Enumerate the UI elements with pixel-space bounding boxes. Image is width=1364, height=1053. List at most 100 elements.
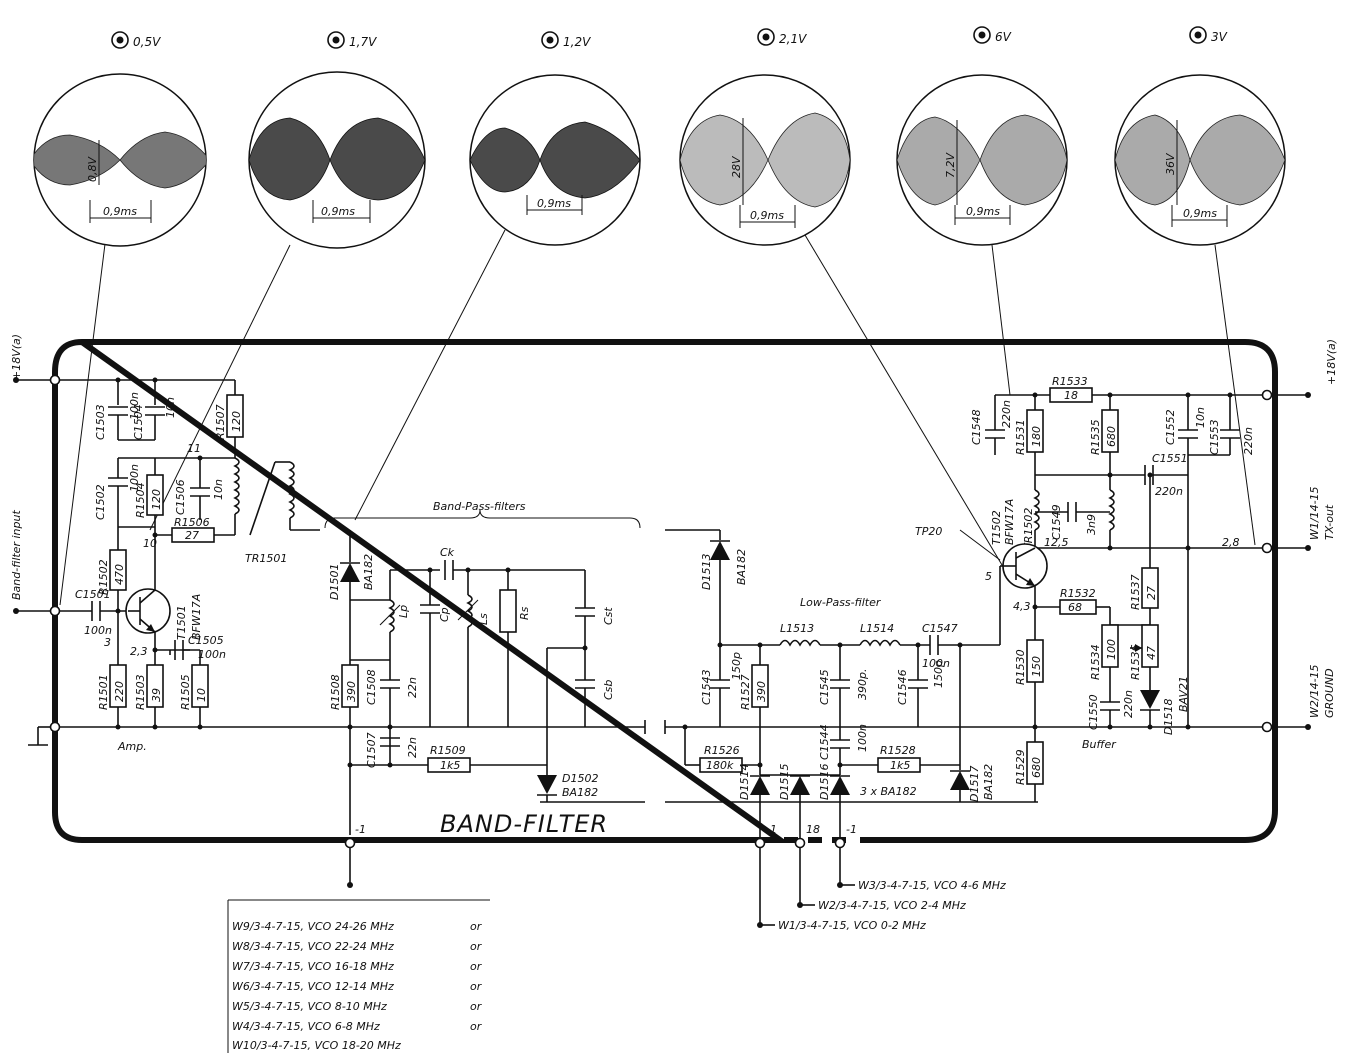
rs-resistor <box>499 589 517 633</box>
board-title: BAND-FILTER <box>440 810 608 838</box>
vco-left-3: W6/3-4-7-15, VCO 12-14 MHz <box>232 980 394 993</box>
l1514-label: L1514 <box>860 622 894 635</box>
r1526-value: 180k <box>706 759 734 772</box>
terminal-vco-w2[interactable] <box>794 837 806 849</box>
r1536-label: R1536 <box>1129 644 1142 680</box>
node-b2: -1 <box>766 823 777 836</box>
r1534-label: R1534 <box>1089 644 1102 680</box>
probe-3-voltage: 1,2V <box>563 35 591 49</box>
terminal-tx-out[interactable] <box>1261 542 1273 554</box>
band-pass-section: Band-Pass-filters D1501 BA182 Lp Ck Cp L <box>324 500 641 835</box>
c1501-value: 100n <box>84 624 112 637</box>
t1501-label: T1501 <box>175 605 188 640</box>
c1551-label: C1551 <box>1152 452 1188 465</box>
c1546-label: C1546 <box>896 669 909 705</box>
scope-3-waveform <box>470 121 640 199</box>
vco-left-0-or: or <box>470 920 483 933</box>
left-supply-label: +18V(a) <box>10 334 23 380</box>
d1517-diode-icon <box>950 771 970 790</box>
d1517-value: BA182 <box>982 764 995 800</box>
c1506-value: 10n <box>212 479 225 500</box>
vco-left-1-or: or <box>470 940 483 953</box>
tr1502-label: TR1502 <box>1022 508 1035 550</box>
board-outline <box>52 338 1278 843</box>
r1504-label: R1504 <box>134 482 147 518</box>
c1508-value: 22n <box>406 677 419 698</box>
c1543-label: C1543 <box>700 669 713 705</box>
right-terminals: +18V(a) W1/14-15 TX-out W2/14-15 GROUND <box>1261 339 1338 733</box>
d1501-diode-icon <box>340 563 360 582</box>
c1504-value: 10n <box>164 397 177 418</box>
r1528-label: R1528 <box>880 744 916 757</box>
c1506-label: C1506 <box>174 479 187 515</box>
lpf-label: Low-Pass-filter <box>800 596 882 609</box>
probe-1-voltage: 0,5V <box>133 35 161 49</box>
scope-1-amplitude: 0,8V <box>86 156 99 182</box>
c1545-label: C1545 <box>818 669 831 705</box>
r1507-value: 120 <box>230 411 243 432</box>
c1553-value: 220n <box>1242 427 1255 455</box>
d1518-label: D1518 <box>1162 699 1175 735</box>
scope-2-period: 0,9ms <box>321 205 355 218</box>
tr1502-secondary <box>1108 489 1115 531</box>
r1509-value: 1k5 <box>440 759 460 772</box>
d1501-value: BA182 <box>362 554 375 590</box>
probe-4-voltage: 2,1V <box>779 32 807 46</box>
r1530-value: 150 <box>1030 656 1043 677</box>
r1533-value: 18 <box>1064 389 1078 402</box>
lp-inductor <box>388 599 395 633</box>
left-terminals: +18V(a) Band-filter input <box>10 334 61 746</box>
terminal-left-supply[interactable] <box>49 374 61 386</box>
scope-5: 6V 7,2V 0,9ms <box>896 26 1068 246</box>
d1502-diode-icon <box>537 775 557 794</box>
lp-label: Lp <box>397 605 410 618</box>
c1545-value: 390p. <box>856 669 869 700</box>
node-b3: 18 <box>806 823 820 836</box>
scope-4: 2,1V 28V 0,9ms <box>679 28 851 246</box>
t1501-transistor-icon <box>125 588 171 634</box>
d1515-diode-icon <box>790 776 810 795</box>
terminal-right-supply[interactable] <box>1261 389 1273 401</box>
c1501-label: C1501 <box>75 588 111 601</box>
r1534-value: 100 <box>1105 639 1118 660</box>
r1528-value: 1k5 <box>890 759 910 772</box>
d1502-label: D1502 <box>562 772 598 785</box>
node-b4: -1 <box>846 823 857 836</box>
csb-label: Csb <box>602 680 615 700</box>
d1516-label: D1516 <box>818 764 831 800</box>
buffer-section: C1548 220n R1533 18 R1531 180 R1535 680 … <box>915 375 1262 802</box>
r1537-value: 27 <box>1145 586 1158 600</box>
node-2-8: 2,8 <box>1222 536 1240 549</box>
d1515-label: D1515 <box>778 764 791 800</box>
d1502-value: BA182 <box>562 786 598 799</box>
c1547-value: 100n <box>922 657 950 670</box>
t1501-value: BFW17A <box>190 594 203 640</box>
terminal-vco-w3[interactable] <box>834 837 846 849</box>
d1501-label: D1501 <box>328 564 341 600</box>
probe-5-voltage: 6V <box>995 30 1012 44</box>
c1553-label: C1553 <box>1208 419 1221 455</box>
vco-left-3-or: or <box>470 980 483 993</box>
r1535-value: 680 <box>1105 426 1118 447</box>
terminal-vco-left[interactable] <box>344 837 356 849</box>
terminal-right-ground[interactable] <box>1261 721 1273 733</box>
terminal-left-ground[interactable] <box>49 721 61 733</box>
c1507-value: 22n <box>406 737 419 758</box>
scope-4-amplitude: 28V <box>730 155 743 178</box>
c1552-value: 10n <box>1194 407 1207 428</box>
terminal-vco-w1[interactable] <box>754 837 766 849</box>
tr1501-label: TR1501 <box>245 552 287 565</box>
terminal-band-filter-input[interactable] <box>49 605 61 617</box>
d1513-value: BA182 <box>735 549 748 585</box>
bpf-label: Band-Pass-filters <box>433 500 526 513</box>
r1501-label: R1501 <box>97 674 110 710</box>
r1526-label: R1526 <box>704 744 740 757</box>
d1514-diode-icon <box>750 776 770 795</box>
right-out-code: W1/14-15 <box>1308 486 1321 540</box>
scope-leader-lines <box>59 229 1256 606</box>
right-supply-label: +18V(a) <box>1325 339 1338 385</box>
l1513-inductor <box>779 639 821 647</box>
vco-right-0: W3/3-4-7-15, VCO 4-6 MHz <box>858 879 1006 892</box>
scope-1-period: 0,9ms <box>103 205 137 218</box>
node-b1: -1 <box>355 823 366 836</box>
